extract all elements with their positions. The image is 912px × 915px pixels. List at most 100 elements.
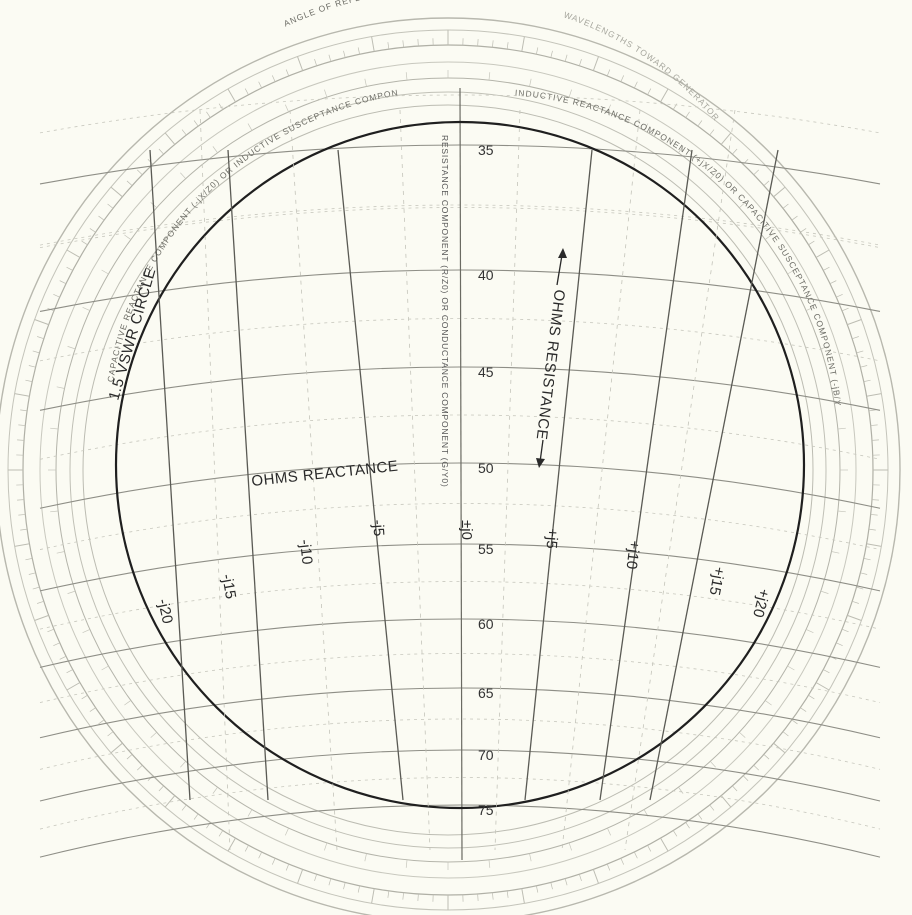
reactance-line [599, 149, 693, 801]
outer-tick [829, 280, 837, 285]
outer-tick [870, 424, 878, 426]
outer-tick [37, 336, 44, 340]
resistance-label: 40 [478, 267, 494, 283]
outer-tick [863, 379, 871, 382]
outer-tick [808, 694, 815, 700]
outer-tick [387, 890, 390, 898]
outer-tick [550, 882, 553, 890]
reactance-label: +j5 [543, 528, 561, 550]
inner-tick [568, 89, 572, 98]
outer-tick [164, 132, 176, 145]
outer-tick [271, 858, 276, 865]
outer-tick [564, 878, 568, 886]
inner-tick [284, 827, 289, 836]
inner-tick [405, 859, 408, 868]
inner-tick [364, 78, 367, 87]
outer-tick [285, 863, 290, 871]
outer-tick [847, 614, 862, 621]
inner-tick [678, 146, 684, 154]
reactance-line-minor [199, 109, 231, 851]
resistance-arc [39, 543, 881, 592]
outer-tick [763, 180, 770, 186]
outer-tick [841, 628, 849, 633]
outer-tick [578, 874, 582, 881]
resistance-arc [39, 804, 881, 858]
outer-tick [660, 837, 669, 852]
outer-tick [20, 409, 28, 412]
outer-tick [59, 280, 67, 285]
outer-tick [732, 785, 738, 792]
resistance-arrow-up-icon [558, 248, 567, 258]
outer-tick [868, 409, 876, 412]
outer-tick [32, 586, 40, 590]
resistance-arc [39, 462, 881, 509]
outer-tick [244, 845, 249, 852]
outer-tick [647, 845, 652, 852]
inner-tick [805, 306, 814, 311]
inner-tick [150, 732, 157, 738]
outer-tick [685, 822, 690, 829]
outer-tick [753, 169, 759, 176]
outer-tick [823, 266, 830, 271]
reactance-line-minor [561, 109, 641, 851]
reactance-lines [149, 109, 779, 851]
inner-tick [739, 202, 746, 208]
outer-tick [536, 885, 539, 893]
inner-tick [101, 665, 109, 671]
outer-tick [847, 319, 862, 326]
outer-tick [697, 813, 703, 820]
outer-tick [314, 874, 318, 881]
outer-tick [856, 350, 864, 354]
outer-tick [126, 180, 133, 186]
impedance-grid [39, 87, 881, 861]
outer-tick [720, 132, 732, 145]
outer-tick [620, 858, 625, 865]
outer-tick [164, 795, 176, 808]
outer-tick [28, 365, 36, 368]
resistance-component-axis-label: RESISTANCE COMPONENT (R/Z0) OR CONDUCTAN… [440, 135, 450, 488]
outer-tick [860, 572, 868, 575]
outer-tick [606, 69, 611, 77]
outer-tick [227, 88, 236, 103]
outer-tick [53, 642, 60, 647]
inner-tick [805, 629, 814, 634]
outer-tick [578, 59, 582, 66]
outer-tick [18, 514, 26, 516]
inner-tick [643, 123, 649, 131]
outer-tick [110, 186, 123, 198]
outer-tick [852, 600, 859, 604]
inner-tick [488, 859, 491, 868]
inner-tick [837, 510, 846, 513]
inner-tick [405, 72, 408, 81]
outer-tick [791, 719, 798, 725]
outer-tick [218, 830, 224, 837]
outer-tick [28, 572, 36, 575]
outer-tick [863, 558, 871, 561]
outer-tick [732, 148, 738, 155]
outer-tick [193, 813, 199, 820]
outer-tick [244, 88, 249, 95]
inner-tick [820, 590, 829, 594]
outer-tick [660, 88, 669, 103]
outer-tick [402, 40, 404, 48]
zero-reactance-axis [459, 87, 463, 861]
outer-tick [371, 888, 375, 904]
outer-tick [34, 319, 49, 326]
outer-tick [647, 88, 652, 95]
outer-tick [592, 869, 599, 884]
inner-tick [212, 146, 218, 154]
resistance-label: 45 [478, 364, 494, 380]
outer-tick [297, 56, 304, 71]
outer-tick [181, 804, 187, 811]
outer-tick [14, 393, 30, 397]
outer-tick [98, 215, 105, 221]
inner-tick [739, 732, 746, 738]
outer-tick [258, 81, 263, 89]
outer-tick [742, 775, 749, 781]
resistance-arc-minor [39, 503, 881, 550]
outer-tick [536, 47, 539, 55]
reactance-line [149, 149, 191, 801]
outer-tick [773, 742, 786, 754]
outer-tick [107, 203, 114, 209]
